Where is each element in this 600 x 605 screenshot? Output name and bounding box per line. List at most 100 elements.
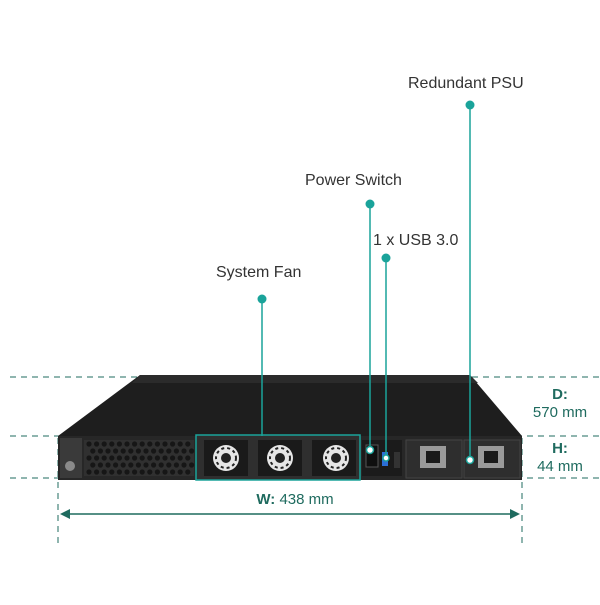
power-switch-target-ring <box>365 445 375 455</box>
fan-1 <box>204 440 248 476</box>
width-label-bg <box>225 490 365 510</box>
vent-hole <box>113 448 119 454</box>
fan-callout-dot <box>257 294 267 304</box>
vent-hole <box>173 448 179 454</box>
vent-hole <box>170 469 176 475</box>
vent-hole <box>162 455 168 461</box>
vent-hole <box>143 448 149 454</box>
vent-hole <box>170 441 176 447</box>
vent-hole <box>132 441 138 447</box>
port-slot <box>394 452 400 468</box>
height-dimension: H: 44 mm <box>522 440 598 476</box>
usb-label: 1 x USB 3.0 <box>373 232 459 249</box>
vent-hole <box>109 455 115 461</box>
vent-hole <box>151 448 157 454</box>
vent-hole <box>189 462 195 468</box>
redundant-psu-label: Redundant PSU <box>408 75 524 92</box>
vent-hole <box>101 455 107 461</box>
vent-hole <box>162 441 168 447</box>
vent-hole <box>139 469 145 475</box>
vent-hole <box>124 469 130 475</box>
vent-hole <box>94 455 100 461</box>
width-arrow <box>60 509 520 519</box>
psu-1 <box>405 439 463 479</box>
vent-hole <box>109 441 115 447</box>
vent-hole <box>154 441 160 447</box>
vent-hole <box>185 469 191 475</box>
vent-hole <box>143 462 149 468</box>
depth-dimension: D: 570 mm <box>522 386 598 422</box>
power-switch-callout-dot <box>365 199 375 209</box>
vent-hole <box>139 455 145 461</box>
vent-hole <box>86 455 92 461</box>
vent-hole <box>109 469 115 475</box>
vent-hole <box>189 448 195 454</box>
vent-hole <box>177 455 183 461</box>
callout-target-rings <box>365 445 475 465</box>
vent-hole <box>170 455 176 461</box>
vent-holes <box>86 441 195 475</box>
vent-hole <box>154 455 160 461</box>
vent-hole <box>177 441 183 447</box>
usb-target-ring <box>382 454 390 462</box>
usb-callout-dot <box>381 253 391 263</box>
vent-hole <box>101 441 107 447</box>
power-switch-label: Power Switch <box>305 172 402 189</box>
vent-hole <box>116 441 122 447</box>
vent-hole <box>185 455 191 461</box>
vent-hole <box>185 441 191 447</box>
width-key: W: <box>256 491 276 508</box>
vent-hole <box>158 448 164 454</box>
vent-hole <box>181 448 187 454</box>
vent-hole <box>116 455 122 461</box>
vent-hole <box>139 441 145 447</box>
vent-hole <box>135 448 141 454</box>
dimension-guides <box>10 376 600 545</box>
vent-hole <box>166 448 172 454</box>
vent-grille <box>84 440 194 476</box>
width-dimension: W: 438 mm <box>230 491 360 509</box>
psu-callout-dot <box>465 100 475 110</box>
vent-hole <box>86 469 92 475</box>
vent-hole <box>105 448 111 454</box>
depth-key: D: <box>552 386 568 403</box>
vent-hole <box>147 441 153 447</box>
vent-hole <box>151 462 157 468</box>
callout-lines <box>261 105 471 460</box>
chassis-top <box>58 375 522 436</box>
vent-hole <box>105 462 111 468</box>
vent-hole <box>86 441 92 447</box>
psu-target-ring <box>465 455 475 465</box>
vent-hole <box>135 462 141 468</box>
vent-hole <box>154 469 160 475</box>
vent-hole <box>116 469 122 475</box>
vent-hole <box>166 462 172 468</box>
fan-2 <box>258 440 302 476</box>
vent-hole <box>162 469 168 475</box>
vent-hole <box>94 441 100 447</box>
vent-hole <box>124 441 130 447</box>
vent-hole <box>128 462 134 468</box>
height-key: H: <box>552 440 568 457</box>
left-ear <box>60 438 82 478</box>
vent-hole <box>124 455 130 461</box>
vent-hole <box>147 455 153 461</box>
vent-hole <box>101 469 107 475</box>
vent-hole <box>132 469 138 475</box>
vent-hole <box>181 462 187 468</box>
vent-hole <box>120 462 126 468</box>
vent-hole <box>90 462 96 468</box>
ear-screw <box>65 461 75 471</box>
fan-3 <box>312 440 356 476</box>
height-value: 44 mm <box>537 458 583 475</box>
vent-hole <box>94 469 100 475</box>
width-value: 438 mm <box>279 491 334 508</box>
vent-hole <box>177 469 183 475</box>
vent-hole <box>97 462 103 468</box>
vent-hole <box>132 455 138 461</box>
vent-hole <box>128 448 134 454</box>
system-fan-label: System Fan <box>216 264 302 281</box>
depth-value: 570 mm <box>532 404 588 421</box>
